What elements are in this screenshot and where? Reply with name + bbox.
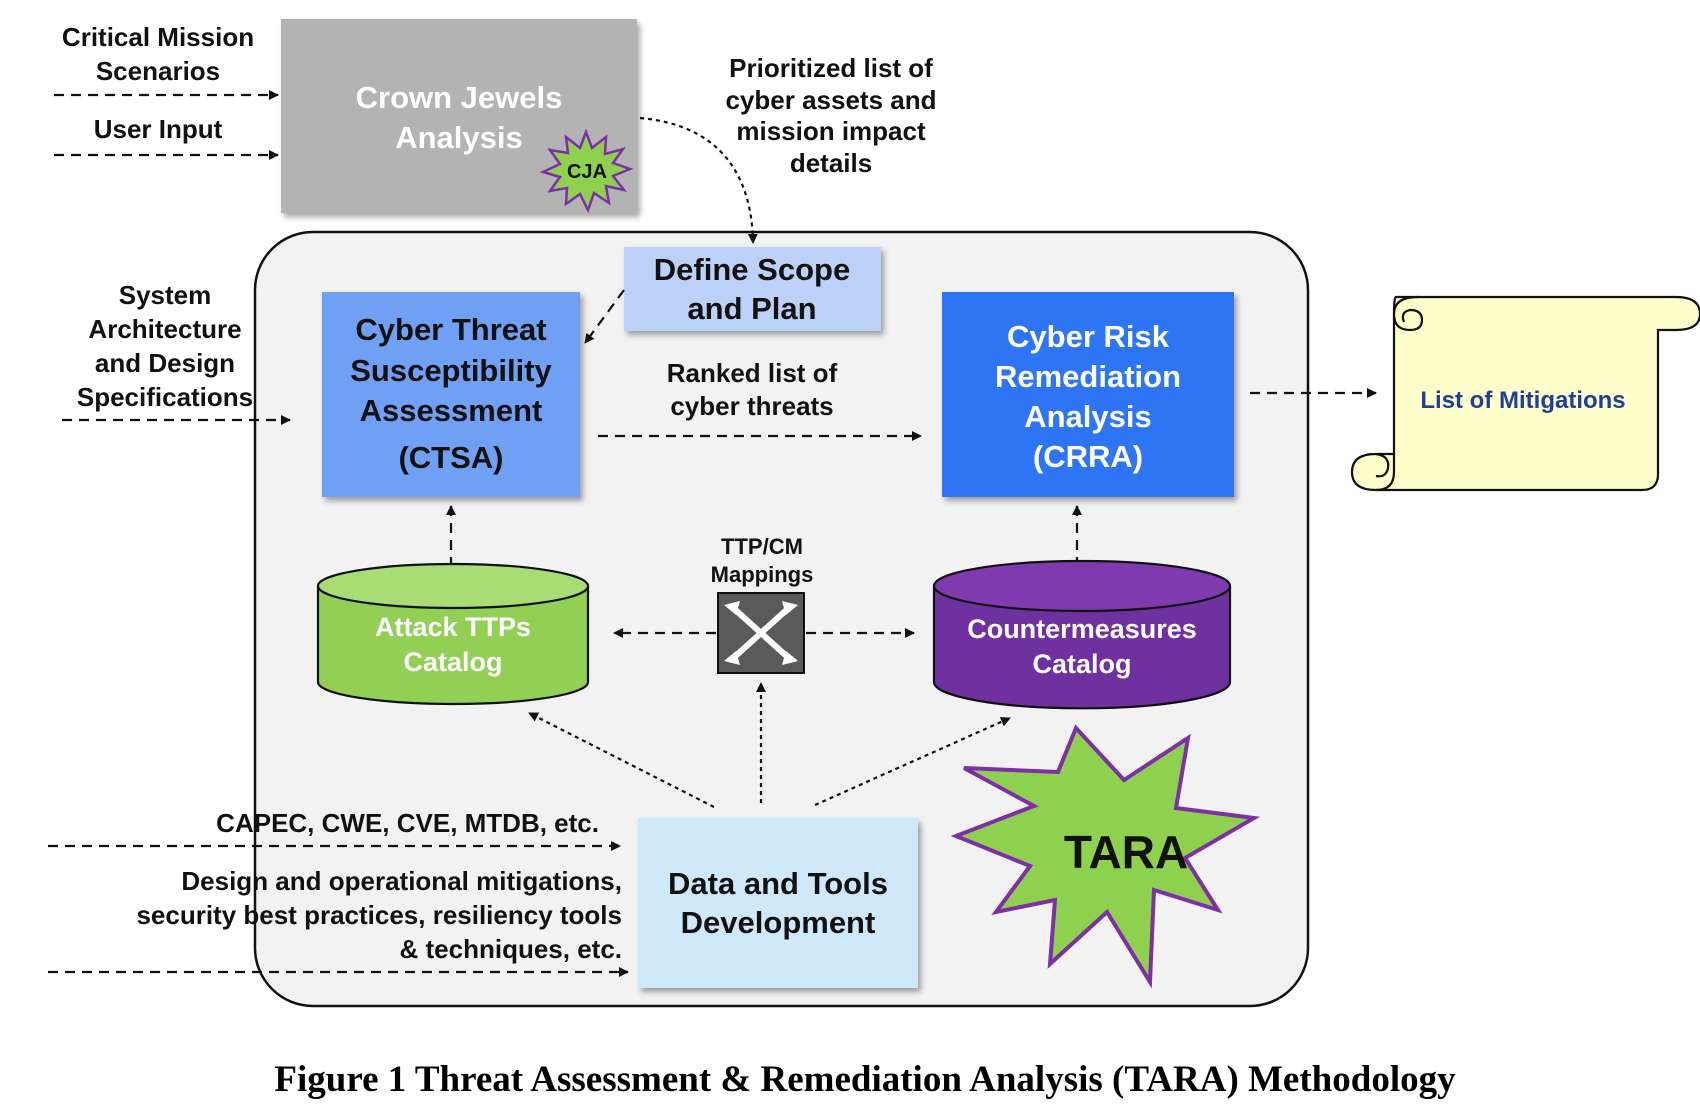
ttp-cm-line-1: TTP/CM (721, 534, 803, 559)
countermeasures-line-2: Catalog (1032, 649, 1131, 679)
system-arch-line-4: Specifications (77, 382, 253, 412)
cja-starburst-icon (539, 128, 634, 214)
crown-jewels-box: Crown Jewels Analysis CJA (281, 19, 637, 214)
define-scope-line-1: Define Scope (654, 252, 850, 287)
cja-badge-label: CJA (567, 161, 607, 183)
design-mitigations-line-2: security best practices, resiliency tool… (136, 900, 622, 930)
ctsa-line-3: Assessment (360, 393, 543, 428)
ctsa-line-2: Susceptibility (350, 353, 552, 388)
data-tools-line-2: Development (681, 905, 876, 940)
data-tools-line-1: Data and Tools (668, 866, 888, 901)
critical-mission-label-1: Critical Mission (62, 22, 254, 52)
capec-label: CAPEC, CWE, CVE, MTDB, etc. (216, 808, 599, 838)
crra-line-2: Remediation (995, 359, 1181, 394)
ctsa-line-4: (CTSA) (398, 440, 503, 475)
crown-jewels-line-2: Analysis (395, 120, 523, 155)
user-input-label: User Input (94, 114, 223, 144)
attack-ttps-database: Attack TTPs Catalog (316, 562, 590, 706)
prioritized-list-line-2: cyber assets and (725, 85, 936, 115)
design-mitigations-line-1: Design and operational mitigations, (181, 866, 622, 896)
attack-ttps-line-1: Attack TTPs (375, 612, 531, 642)
critical-mission-label-2: Scenarios (96, 56, 220, 86)
prioritized-list-arrow (639, 116, 758, 244)
tara-starburst-icon: TARA (950, 724, 1261, 989)
crown-jewels-line-1: Crown Jewels (356, 80, 563, 115)
crra-line-1: Cyber Risk (1007, 319, 1170, 354)
design-mitigations-line-3: & techniques, etc. (400, 934, 623, 964)
crra-line-4: (CRRA) (1033, 439, 1143, 474)
ttp-cm-line-2: Mappings (711, 562, 814, 587)
crra-line-3: Analysis (1024, 399, 1152, 434)
system-arch-line-3: and Design (95, 348, 235, 378)
system-arch-line-1: System (119, 280, 212, 310)
data-tools-box: Data and Tools Development (638, 818, 918, 988)
figure-caption: Figure 1 Threat Assessment & Remediation… (274, 1059, 1456, 1100)
tools-to-attack-arrow (528, 712, 715, 808)
ctsa-box: Cyber Threat Susceptibility Assessment (… (322, 292, 580, 497)
tara-label: TARA (1064, 826, 1188, 878)
tools-to-countermeasures-arrow (814, 716, 1011, 807)
attack-ttps-line-2: Catalog (403, 647, 502, 677)
scope-to-ctsa-arrow (584, 289, 625, 344)
crossover-switch-icon (717, 592, 805, 674)
countermeasures-database: Countermeasures Catalog (932, 559, 1232, 710)
define-scope-box: Define Scope and Plan (624, 247, 881, 331)
define-scope-line-2: and Plan (687, 291, 816, 326)
prioritized-list-line-1: Prioritized list of (729, 53, 933, 83)
countermeasures-line-1: Countermeasures (967, 614, 1197, 644)
ranked-list-line-1: Ranked list of (667, 358, 838, 388)
system-arch-line-2: Architecture (88, 314, 241, 344)
list-of-mitigations-label: List of Mitigations (1420, 387, 1625, 414)
crra-box: Cyber Risk Remediation Analysis (CRRA) (942, 292, 1234, 497)
ranked-list-line-2: cyber threats (670, 391, 833, 421)
prioritized-list-line-4: details (790, 148, 872, 178)
prioritized-list-line-3: mission impact (736, 116, 926, 146)
mitigations-scroll: List of Mitigations (1350, 295, 1700, 492)
ctsa-line-1: Cyber Threat (355, 312, 546, 347)
